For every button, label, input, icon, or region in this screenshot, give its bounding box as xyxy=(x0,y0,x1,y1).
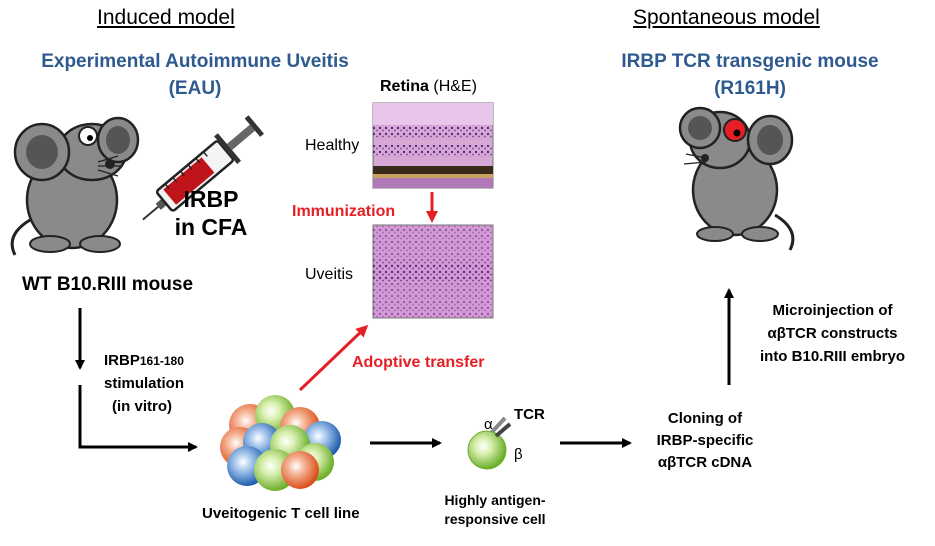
wt-mouse-label: WT B10.RIII mouse xyxy=(22,274,194,295)
tcr-label: TCR xyxy=(514,406,545,423)
eau-title: Experimental Autoimmune Uveitis xyxy=(41,51,349,72)
stimulation-to-cellline-arrow xyxy=(78,385,198,452)
irbp-tcr-title: IRBP TCR transgenic mouse xyxy=(621,51,879,72)
stimulation-residues: 161-180 xyxy=(139,354,184,368)
tcr-beta: β xyxy=(514,446,523,463)
responsive-cell-line2: responsive cell xyxy=(444,511,546,527)
uveitis-label: Uveitis xyxy=(305,266,354,283)
retina-title-text: Retina xyxy=(380,78,429,95)
stimulation-peptide-name: IRBP xyxy=(104,352,140,369)
retina-title: Retina (H&E) xyxy=(380,78,477,96)
cloning-line2: IRBP-specific xyxy=(656,432,754,449)
t-cell-line-label: Uveitogenic T cell line xyxy=(202,505,360,522)
induced-model-header: Induced model xyxy=(97,6,235,29)
retina-healthy-image xyxy=(372,102,494,189)
microinjection-line3: into B10.RIII embryo xyxy=(759,348,906,365)
responsive-cell-icon xyxy=(467,416,512,470)
stimulation-peptide: IRBP161-180 xyxy=(104,352,184,369)
syringe-icon xyxy=(142,115,264,221)
tcr-alpha: α xyxy=(484,416,493,433)
irbp-tcr-strain: (R161H) xyxy=(714,78,786,99)
cloning-line1: Cloning of xyxy=(667,410,743,427)
adoptive-transfer-arrow xyxy=(298,324,369,392)
immunization-label: Immunization xyxy=(292,203,396,220)
retina-stain: (H&E) xyxy=(433,78,477,95)
responsive-cell-line1: Highly antigen- xyxy=(444,492,546,508)
adoptive-transfer-label: Adoptive transfer xyxy=(352,354,485,371)
microinjection-line2: αβTCR constructs xyxy=(767,325,898,342)
t-cell-line-cluster xyxy=(220,395,341,491)
in-cfa-label: in CFA xyxy=(174,214,248,240)
spontaneous-model-header: Spontaneous model xyxy=(633,6,820,29)
eau-abbrev: (EAU) xyxy=(168,78,222,99)
wt-mouse-illustration xyxy=(10,116,140,256)
healthy-label: Healthy xyxy=(305,137,360,154)
transgenic-mouse-illustration xyxy=(678,106,795,251)
retina-uveitis-image xyxy=(372,224,494,319)
microinjection-line1: Microinjection of xyxy=(772,302,893,319)
irbp-label: IRBP xyxy=(183,186,239,212)
in-vitro-label: (in vitro) xyxy=(112,398,172,415)
stimulation-label: stimulation xyxy=(104,375,185,392)
cloning-line3: αβTCR cDNA xyxy=(657,454,753,471)
